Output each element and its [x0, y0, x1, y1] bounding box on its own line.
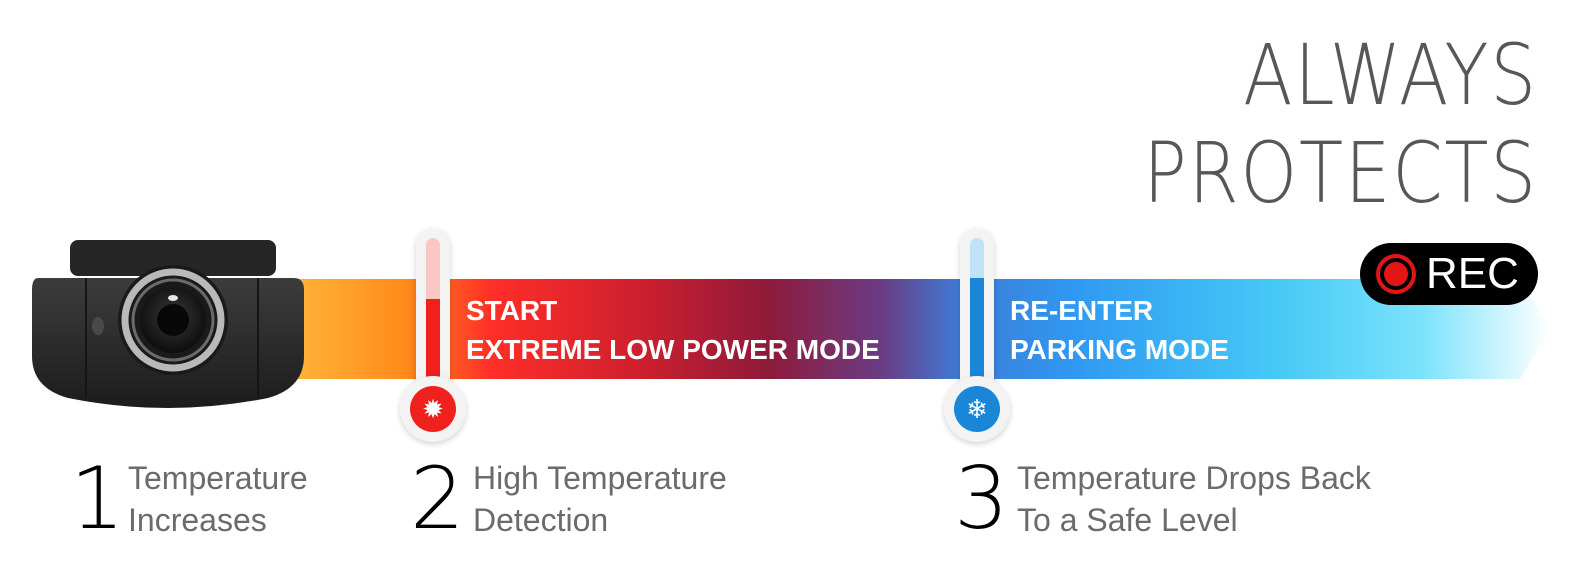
- snowflake-icon: ❄: [954, 386, 1000, 432]
- dashcam-image: [32, 240, 304, 408]
- cold-thermometer-level: [970, 238, 984, 398]
- step-description-line-2: Detection: [473, 502, 609, 538]
- reenter-label-line-2: PARKING MODE: [1010, 334, 1229, 365]
- step-description-line-2: Increases: [128, 502, 267, 538]
- hot-thermometer-level: [426, 238, 440, 398]
- hot-thermometer: ✹: [400, 228, 466, 443]
- reenter-label-line-1: RE-ENTER: [1010, 295, 1154, 326]
- headline: ALWAYS PROTECTS: [1143, 26, 1538, 222]
- start-label-line-1: START: [466, 295, 558, 326]
- start-mode-label: START EXTREME LOW POWER MODE: [466, 291, 880, 369]
- step-description: Temperature Drops Back To a Safe Level: [1017, 457, 1371, 541]
- step-number: 3: [954, 449, 1009, 549]
- headline-line-1: ALWAYS: [1243, 26, 1538, 124]
- reenter-mode-label: RE-ENTER PARKING MODE: [1010, 291, 1229, 369]
- temperature-gradient-arrow: [290, 279, 1550, 379]
- sun-icon: ✹: [410, 386, 456, 432]
- step-description-line-1: High Temperature: [473, 460, 727, 496]
- step-number: 1: [70, 449, 125, 549]
- step-description-line-1: Temperature: [128, 460, 308, 496]
- rec-badge: REC: [1360, 243, 1538, 305]
- cold-thermometer: ❄: [944, 228, 1010, 443]
- start-label-line-2: EXTREME LOW POWER MODE: [466, 334, 880, 365]
- step-number: 2: [410, 449, 465, 549]
- rec-label: REC: [1426, 249, 1519, 298]
- step-description-line-2: To a Safe Level: [1017, 502, 1238, 538]
- record-dot-icon: [1376, 254, 1416, 294]
- step-description: Temperature Increases: [128, 457, 308, 541]
- step-description: High Temperature Detection: [473, 457, 727, 541]
- step-description-line-1: Temperature Drops Back: [1017, 460, 1371, 496]
- headline-line-2: PROTECTS: [1143, 124, 1538, 222]
